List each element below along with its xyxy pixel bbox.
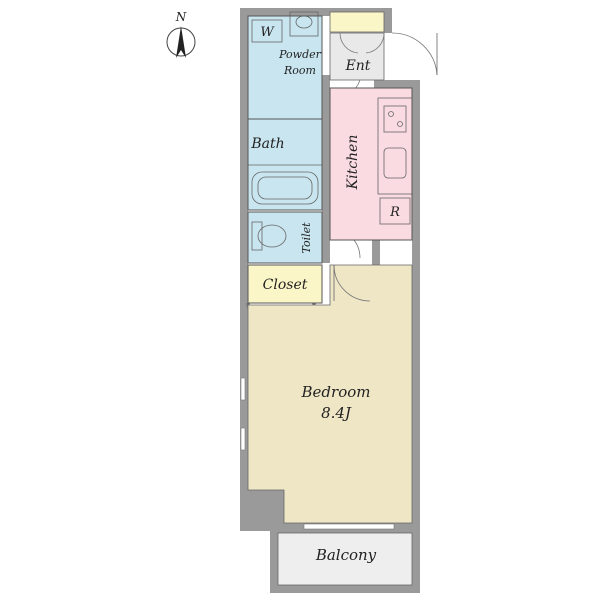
bedroom-floor <box>247 264 413 524</box>
bedroom: Bedroom 8.4J <box>240 264 413 530</box>
west-wall <box>240 8 248 531</box>
closet-label: Closet <box>263 277 308 293</box>
outline-bath <box>247 118 323 211</box>
burner-2-icon <box>397 121 403 127</box>
north-east-wall <box>384 8 392 33</box>
shoe-rack <box>329 11 385 33</box>
kitchen-sink-icon <box>383 147 407 179</box>
inner-wall-vertical <box>322 75 330 263</box>
closet: Closet <box>246 264 323 311</box>
entrance-inner-door-swing-icon <box>339 32 359 54</box>
room-outlines <box>247 15 413 304</box>
entrance-inner-door-swing-2-icon <box>365 32 385 54</box>
balcony: Balcony <box>270 531 420 593</box>
outline-closet <box>247 264 323 304</box>
outline-toilet <box>247 211 323 264</box>
north-compass: N <box>166 10 196 58</box>
closet-floor <box>247 264 323 304</box>
kitchen-south-stub <box>372 240 380 265</box>
bedroom-window-2-icon <box>240 427 246 451</box>
bathtub-icon <box>251 171 319 205</box>
bathtub-inner-icon <box>257 176 313 200</box>
washer-label: W <box>260 25 275 40</box>
sink-icon <box>289 11 319 37</box>
bedroom-size-label: 8.4J <box>321 404 352 422</box>
washer-box <box>251 19 283 43</box>
bedroom-window-1-icon <box>240 377 246 401</box>
refrigerator-label: R <box>389 205 400 220</box>
bath: Bath <box>247 118 323 211</box>
bath-label: Bath <box>250 136 284 152</box>
kitchen-north-wall <box>374 80 420 88</box>
toilet-label: Toilet <box>300 222 313 254</box>
sw-column <box>240 490 284 528</box>
powder-room-label-line1: Powder <box>278 48 322 61</box>
bath-floor <box>247 118 323 211</box>
refrigerator-box <box>379 197 411 225</box>
balcony-sliding-door-icon <box>303 523 395 530</box>
bedroom-label: Bedroom <box>301 383 371 401</box>
kitchen: R Kitchen <box>329 87 413 241</box>
bedroom-door-swing-icon <box>333 264 371 302</box>
front-door-swing-icon <box>391 32 438 76</box>
kitchen-label: Kitchen <box>345 135 361 191</box>
balcony-floor <box>277 532 413 586</box>
north-arrow-icon <box>176 26 186 58</box>
burner-1-icon <box>388 111 394 117</box>
powder-room-label-line2: Room <box>283 64 316 77</box>
toilet-tank-icon <box>251 221 263 251</box>
outline-kitchen <box>329 87 413 241</box>
stove-icon <box>383 105 407 133</box>
toilet-bowl-icon <box>257 224 287 248</box>
east-wall <box>412 80 420 531</box>
balcony-label: Balcony <box>315 546 377 564</box>
entrance-label: Ent <box>345 58 371 74</box>
compass-north-label: N <box>175 10 187 24</box>
entrance-floor <box>329 32 385 81</box>
